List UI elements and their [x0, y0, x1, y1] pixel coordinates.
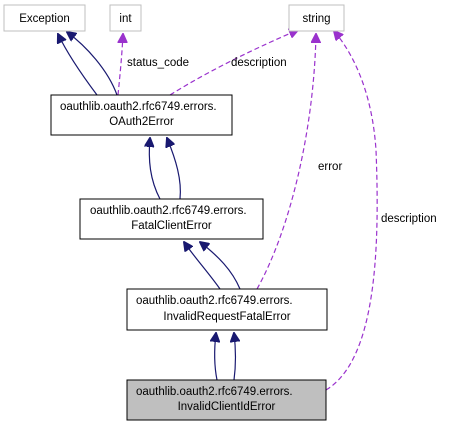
- node-int-label: int: [119, 13, 132, 25]
- node-oauth2-error[interactable]: oauthlib.oauth2.rfc6749.errors. OAuth2Er…: [50, 94, 233, 136]
- edge-label-description-top: description: [231, 57, 287, 69]
- usage-edge-string-error: [256, 34, 316, 290]
- inherit-edge-oauth2error-exception-b: [67, 32, 118, 96]
- node-string[interactable]: string: [288, 4, 345, 32]
- edge-label-error: error: [318, 161, 342, 173]
- node-invalid-request-fatal-error-line2: InvalidRequestFatalError: [163, 311, 290, 323]
- usage-edge-string-description-right: [325, 31, 378, 391]
- usage-edge-int-status-code: [117, 34, 123, 96]
- edge-label-status-code: status_code: [127, 57, 189, 69]
- node-int[interactable]: int: [109, 4, 142, 32]
- inherit-edge-oauth2error-exception-a: [58, 34, 98, 96]
- node-oauth2-error-line2: OAuth2Error: [109, 116, 174, 128]
- inherit-edge-invalidrequest-fatal-b: [200, 242, 241, 290]
- node-exception[interactable]: Exception: [3, 4, 86, 32]
- node-fatal-client-error[interactable]: oauthlib.oauth2.rfc6749.errors. FatalCli…: [79, 198, 264, 240]
- node-fatal-client-error-line1: oauthlib.oauth2.rfc6749.errors.: [90, 205, 247, 217]
- node-fatal-client-error-line2: FatalClientError: [131, 220, 212, 232]
- node-invalid-client-id-error-line2: InvalidClientIdError: [178, 401, 276, 413]
- node-invalid-request-fatal-error-line1: oauthlib.oauth2.rfc6749.errors.: [136, 295, 293, 307]
- node-exception-label: Exception: [19, 13, 70, 25]
- inherit-edge-fatal-oauth2error-b: [167, 138, 181, 200]
- node-invalid-client-id-error-line1: oauthlib.oauth2.rfc6749.errors.: [136, 386, 293, 398]
- inherit-edge-fatal-oauth2error-a: [149, 138, 161, 200]
- node-invalid-client-id-error[interactable]: oauthlib.oauth2.rfc6749.errors. InvalidC…: [126, 379, 327, 421]
- node-oauth2-error-line1: oauthlib.oauth2.rfc6749.errors.: [60, 101, 217, 113]
- edge-label-description-right: description: [381, 213, 437, 225]
- inherit-edge-invalidclientid-invalidrequest-b: [234, 333, 236, 381]
- inherit-edge-invalidrequest-fatal-a: [184, 242, 221, 290]
- usage-edge-string-description-top: [169, 30, 298, 96]
- node-string-label: string: [302, 13, 330, 25]
- inherit-edge-invalidclientid-invalidrequest-a: [215, 333, 217, 381]
- node-invalid-request-fatal-error[interactable]: oauthlib.oauth2.rfc6749.errors. InvalidR…: [126, 288, 328, 331]
